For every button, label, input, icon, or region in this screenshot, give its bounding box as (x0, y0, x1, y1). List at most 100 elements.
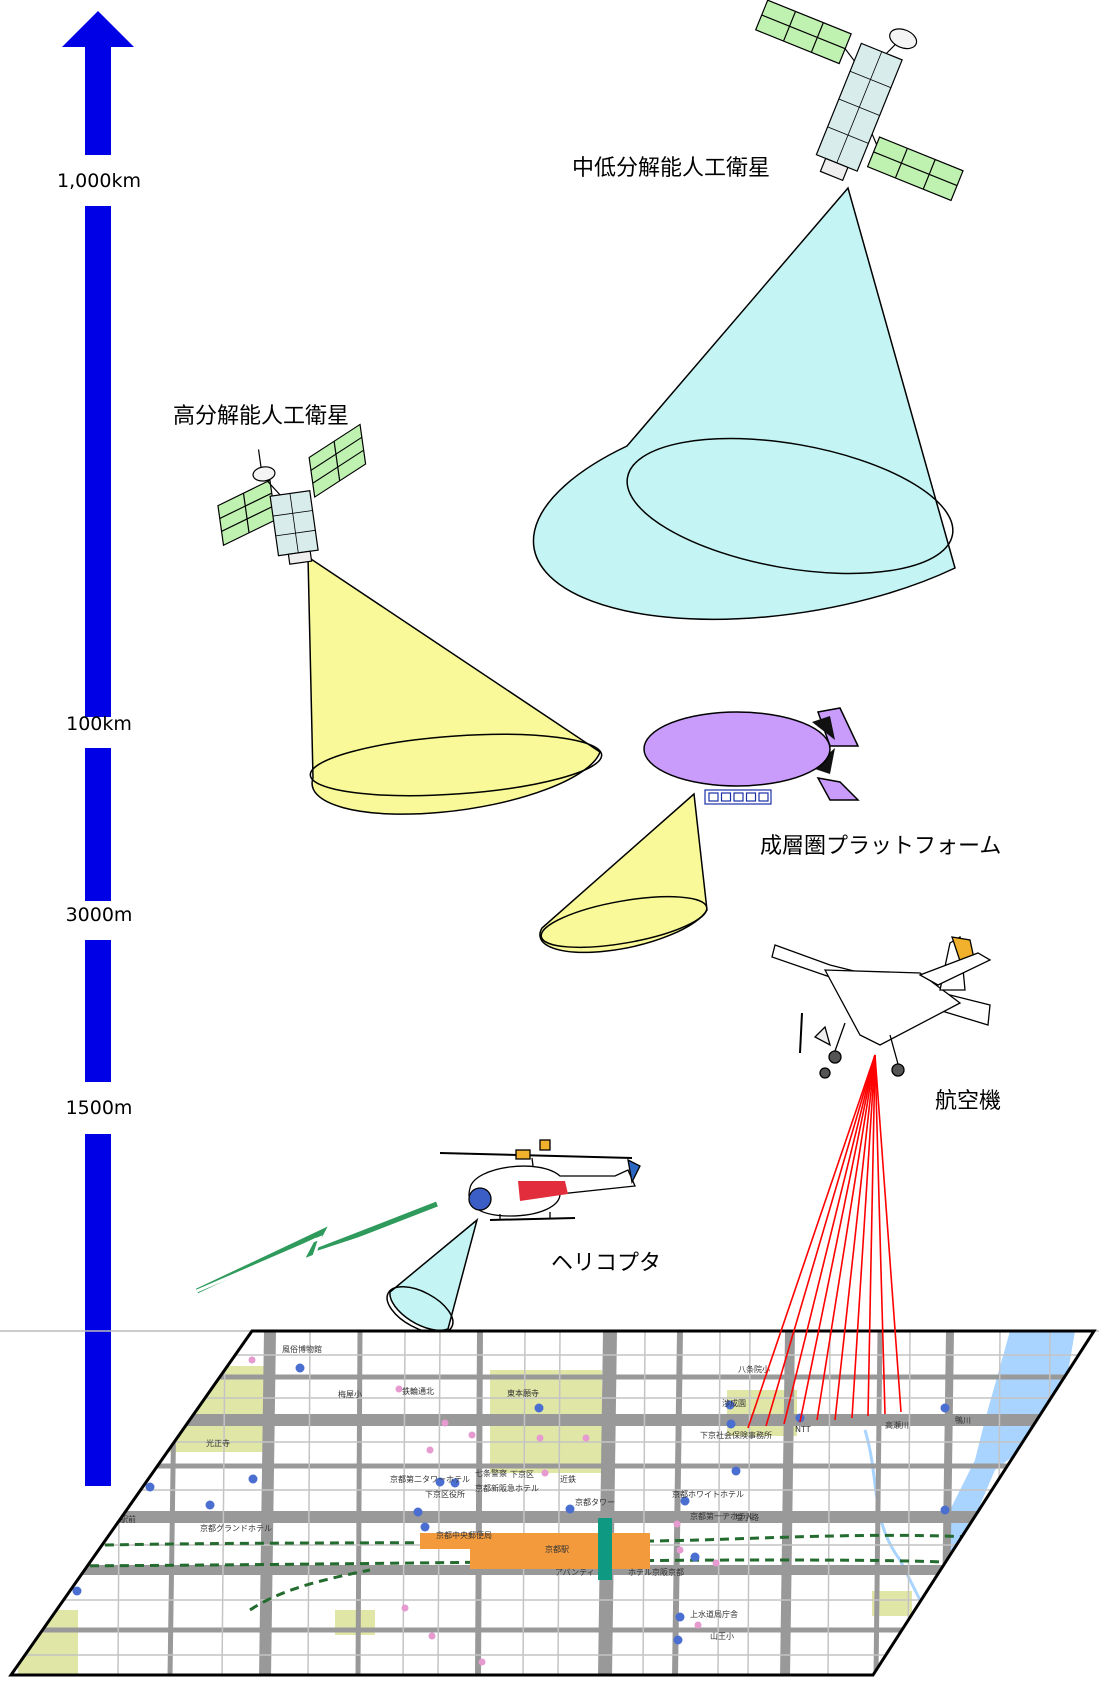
map-label: 高瀬川 (885, 1420, 909, 1430)
facility-marker (72, 1586, 82, 1596)
map-label: 鉄輪通北 (402, 1386, 434, 1396)
facility-marker (413, 1507, 423, 1517)
landmark-marker (712, 1559, 720, 1567)
laser-line (867, 1054, 876, 1417)
facility-marker (205, 1500, 215, 1510)
laser-line (874, 1054, 902, 1413)
radio-wave-zigzag (196, 1211, 438, 1293)
map-label: 京都新阪急ホテル (475, 1483, 539, 1493)
medium-res-satellite-label: 中低分解能人工衛星 (572, 156, 771, 181)
landmark-marker (676, 1546, 684, 1554)
map-label: 下京区役所 (425, 1489, 465, 1499)
stratospheric-airship-icon (643, 707, 860, 805)
landmark-marker (428, 1632, 436, 1640)
map-label: 梅屋小 (338, 1389, 362, 1399)
facility-marker (95, 1490, 105, 1500)
map-label: 崇仁小 (60, 1430, 84, 1440)
facility-marker (940, 1403, 950, 1413)
map-label: 下京社会保険事務所 (700, 1430, 772, 1440)
laser-line (765, 1054, 876, 1427)
map-label: 上水道局庁舎 (690, 1609, 738, 1619)
facility-marker (248, 1474, 258, 1484)
map-label: アバンティ (555, 1568, 595, 1577)
map-label: ホテル京阪京都 (628, 1567, 684, 1577)
landmark-marker (401, 1604, 409, 1612)
map-label: 近鉄 (560, 1474, 576, 1484)
altitude-bar-segment (85, 1134, 111, 1486)
high-res-satellite-footprint (307, 555, 603, 815)
map-label: 七条警察 (475, 1468, 507, 1478)
map-label: 京都グランドホテル (200, 1523, 272, 1533)
landmark-marker (536, 1434, 544, 1442)
facility-marker (435, 1477, 445, 1487)
facility-marker (534, 1403, 544, 1413)
laser-line (834, 1054, 876, 1421)
altitude-bar-segment (85, 748, 111, 901)
map-label: 光正寺 (206, 1438, 230, 1448)
facility-marker (295, 1363, 305, 1373)
station-building (420, 1533, 650, 1549)
facility-marker (450, 1478, 460, 1488)
landmark-marker (441, 1419, 449, 1427)
facility-marker (731, 1466, 741, 1476)
map-label: 八条院小 (738, 1364, 770, 1374)
airplane-label: 航空機 (935, 1089, 1002, 1114)
facility-marker (673, 1635, 683, 1645)
map-label: 山王小 (710, 1631, 734, 1641)
altitude-bar-segment (85, 206, 111, 717)
map-label: 洞院 (152, 1424, 168, 1434)
facility-marker (675, 1612, 685, 1622)
map-label: 京都第二タワーホテル (390, 1474, 470, 1484)
medium-res-satellite-footprint (532, 186, 956, 621)
airplane-icon (771, 935, 992, 1079)
landmark-marker (248, 1356, 256, 1364)
facility-marker (940, 1505, 950, 1515)
landmark-marker (582, 1434, 590, 1442)
facility-marker (690, 1552, 700, 1562)
helicopter-label: ヘリコプタ (551, 1251, 662, 1276)
helicopter-icon (439, 1139, 641, 1221)
altitude-bar-segment (85, 940, 111, 1082)
landmark-marker (468, 1431, 476, 1439)
landmark-marker (478, 1658, 486, 1666)
map-label: 東本願寺 (507, 1388, 539, 1398)
altitude-label-100km: 100km (66, 713, 132, 735)
landmark-marker (426, 1446, 434, 1454)
map-label: 京都タワー (575, 1497, 615, 1507)
laser-line (816, 1054, 876, 1421)
map-label: 京都中央郵便局 (436, 1530, 492, 1540)
facility-marker (795, 1413, 805, 1423)
map-label: 京都第一ヂホテル (690, 1511, 754, 1521)
altitude-axis (62, 11, 134, 1486)
laser-line (747, 1054, 876, 1429)
altitude-label-3000m: 3000m (65, 904, 133, 926)
landmark-marker (395, 1385, 403, 1393)
stratospheric-platform-label: 成層圏プラットフォーム (760, 834, 1002, 859)
laser-line (783, 1054, 876, 1425)
helicopter-footprint (386, 1217, 479, 1334)
laser-line (799, 1054, 876, 1423)
high-res-satellite-icon (217, 423, 367, 565)
map-label: 京都駅 (545, 1544, 569, 1554)
map-label: NTT (795, 1425, 811, 1434)
landmark-marker (673, 1520, 681, 1528)
airplane-laser-scan (747, 1054, 902, 1429)
landmark-marker (541, 1469, 549, 1477)
facility-marker (565, 1504, 575, 1514)
facility-marker (145, 1482, 155, 1492)
facility-marker (725, 1400, 735, 1410)
map-label: 鴨川 (955, 1415, 971, 1425)
altitude-label-1000km: 1,000km (57, 170, 141, 192)
map-label: 京都ホワイトホテル (672, 1489, 744, 1499)
map-label: 風俗博物館 (282, 1344, 322, 1354)
laser-line (874, 1054, 886, 1415)
map-label: 下京区 (510, 1469, 534, 1479)
altitude-arrow-head (62, 11, 134, 47)
high-res-satellite-label: 高分解能人工衛星 (173, 404, 350, 429)
map-label: 渉成園 (722, 1398, 746, 1408)
platform-footprint (539, 792, 708, 954)
altitude-label-1500m: 1500m (65, 1097, 133, 1119)
